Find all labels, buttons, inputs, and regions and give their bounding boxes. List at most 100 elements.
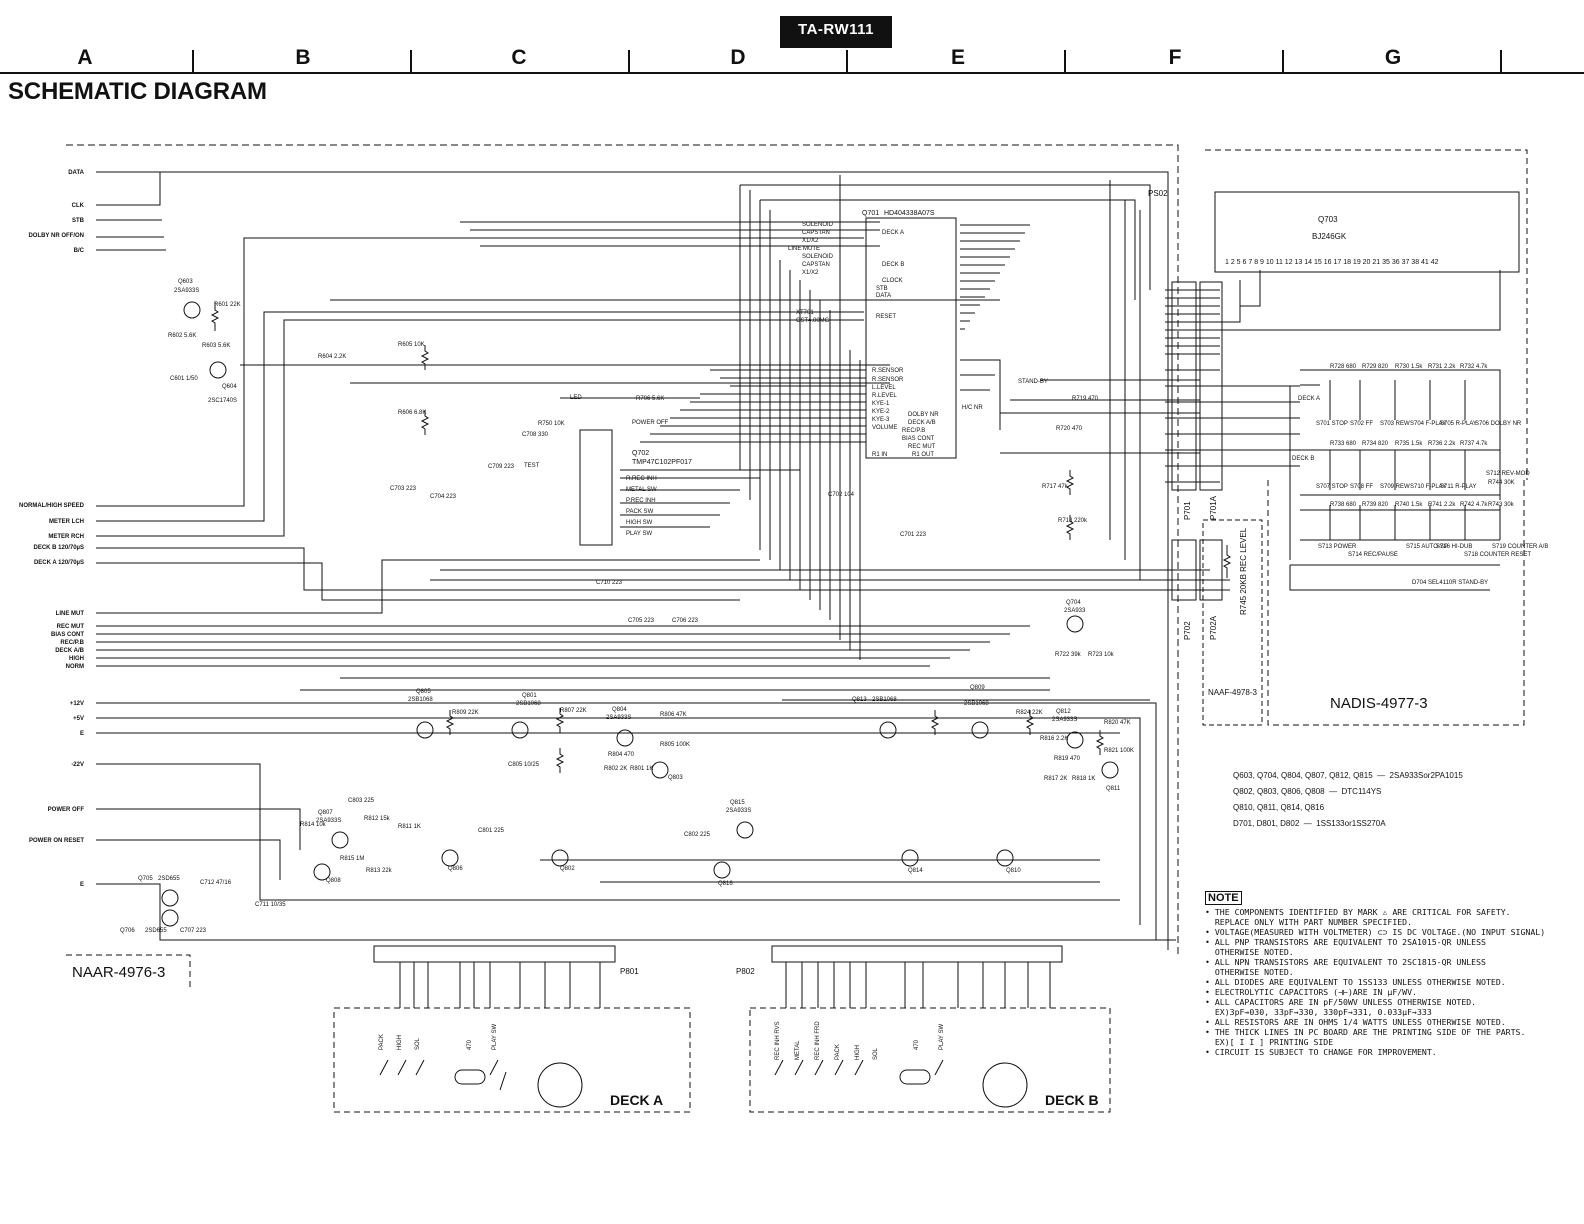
resistor-label: R606 6.8K xyxy=(398,410,426,416)
note-line: EX)3pF→030, 33pF→330, 330pF→331, 0.033µF… xyxy=(1205,1007,1432,1017)
capacitor-label: C701 223 xyxy=(900,532,927,538)
deck-a-contact: PACK xyxy=(379,1034,385,1050)
column-label: A xyxy=(77,46,93,69)
capacitor-label: C705 223 xyxy=(628,618,655,624)
capacitor-label: C710 223 xyxy=(596,580,623,586)
q701-func: R1 IN xyxy=(872,452,887,458)
legend-line: Q603, Q704, Q804, Q807, Q812, Q815 — 2SA… xyxy=(1233,771,1463,780)
q701-func: VOLUME xyxy=(872,425,897,431)
deck-b-contact: HIGH xyxy=(855,1045,861,1060)
note-line: • ELECTROLYTIC CAPACITORS (⊣⊢)ARE IN µF/… xyxy=(1205,987,1417,997)
p801-connector xyxy=(373,945,616,963)
signal-label: DOLBY NR OFF/ON xyxy=(28,233,84,239)
transistor-label: Q802 xyxy=(560,866,575,872)
deck-a-contact: HIGH xyxy=(397,1035,403,1050)
naaf-board-label: NAAF-4978-3 xyxy=(1208,688,1257,697)
notes-section: NOTE • THE COMPONENTS IDENTIFIED BY MARK… xyxy=(1205,888,1565,1057)
note-line: • ALL PNP TRANSISTORS ARE EQUIVALENT TO … xyxy=(1205,937,1486,947)
capacitor-label: C805 10/25 xyxy=(508,762,540,768)
note-line: EX)[ I I ] PRINTING SIDE xyxy=(1205,1037,1334,1047)
switch-resistor-label: R733 680 xyxy=(1330,441,1357,447)
deck-a-contact: 470 xyxy=(467,1039,473,1050)
switch-label: R744 30K xyxy=(1488,480,1515,486)
q702-func: R.REC INH xyxy=(626,476,657,482)
p701-label: P701 xyxy=(1183,501,1192,520)
switch-label: S711 R-PLAY xyxy=(1440,484,1476,490)
switch-resistor-label: R735 1.5k xyxy=(1395,441,1423,447)
naar-board-outline xyxy=(66,144,1179,958)
signal-label: METER RCH xyxy=(48,534,84,540)
deck-b-contact: METAL xyxy=(795,1040,801,1060)
transistor-label: Q812 xyxy=(1056,709,1071,715)
note-line: OTHERWISE NOTED. xyxy=(1205,967,1294,977)
q701-func: STB xyxy=(876,286,888,292)
resistor-label: R804 470 xyxy=(608,752,635,758)
q701-part: HD404338A07S xyxy=(884,210,935,217)
transistor-label: Q810 xyxy=(1006,868,1021,874)
switch-label: S716 HI-DUB xyxy=(1436,544,1472,550)
capacitor-label: C703 223 xyxy=(390,486,417,492)
q702-ic xyxy=(579,429,613,546)
q702-func: PACK SW xyxy=(626,509,654,515)
q701-func: R1 OUT xyxy=(912,452,934,458)
q701-pin-label: SOLENOID xyxy=(802,222,834,228)
deck-b-contact: REC INH FRD xyxy=(815,1021,821,1060)
switch-label: S715 AUTO-SP xyxy=(1406,544,1448,550)
notes-title: NOTE xyxy=(1205,891,1242,905)
resistor-label: R813 22k xyxy=(366,868,393,874)
switch-resistor-label: R730 1.5k xyxy=(1395,364,1423,370)
q702-part: TMP47C102PF017 xyxy=(632,459,692,466)
resistor-label: R706 5.6K xyxy=(636,396,664,402)
resistor-label: R818 1K xyxy=(1072,776,1095,782)
transistor-label: Q801 xyxy=(522,693,537,699)
switch-label: S705 R-PLAY xyxy=(1440,421,1477,427)
resistor-label: R723 10k xyxy=(1088,652,1115,658)
deck-a-contact: SOL xyxy=(415,1037,421,1050)
transistor-part: 2SD655 xyxy=(158,876,180,882)
signal-label: REC/P.B xyxy=(60,640,84,646)
note-line: REPLACE ONLY WITH PART NUMBER SPECIFIED. xyxy=(1205,917,1413,927)
grid-rule xyxy=(0,72,1584,74)
p701a-label: P701A xyxy=(1209,495,1218,520)
capacitor-label: C702 104 xyxy=(828,492,855,498)
switch-label: S714 REC/PAUSE xyxy=(1348,552,1398,558)
q701-func: DOLBY NR xyxy=(908,412,939,418)
resistor-label: R814 10k xyxy=(300,822,327,828)
xt701-label: XT701 xyxy=(796,310,814,316)
column-divider xyxy=(628,50,630,74)
q701-func: DECK B xyxy=(882,262,904,268)
switch-resistor-label: R737 4.7k xyxy=(1460,441,1488,447)
signal-label: REC MUT xyxy=(57,624,85,630)
transistor-label: Q807 xyxy=(318,810,333,816)
switch-label: S703 REW xyxy=(1380,421,1410,427)
switch-label: S702 FF xyxy=(1350,421,1373,427)
switch-resistor-label: R741 2.2k xyxy=(1428,502,1456,508)
resistor-label: R718 220k xyxy=(1058,518,1088,524)
deck-b-label: DECK B xyxy=(1045,1092,1099,1108)
resistor-label: R812 15k xyxy=(364,816,391,822)
resistor-label: R820 47K xyxy=(1104,720,1131,726)
p802-connector xyxy=(771,945,1063,963)
resistor-label: R816 2.2K xyxy=(1040,736,1068,742)
q701-ic xyxy=(865,217,957,459)
q701-func: R.LEVEL xyxy=(872,393,897,399)
signal-label: -22V xyxy=(71,762,84,768)
column-divider xyxy=(1500,50,1502,74)
capacitor-label: C803 225 xyxy=(348,798,375,804)
signal-label: DECK A 120/70µS xyxy=(34,560,84,566)
switch-resistor-label: R732 4.7k xyxy=(1460,364,1488,370)
naaf-board-outline xyxy=(1202,519,1263,726)
q701-func: R.SENSOR xyxy=(872,368,904,374)
transistor-part: 2SB1068 xyxy=(872,697,897,703)
signal-label: B/C xyxy=(74,248,85,254)
p701-connector xyxy=(1171,281,1197,491)
nadis-board-label: NADIS-4977-3 xyxy=(1330,695,1428,712)
resistor-label: R815 1M xyxy=(340,856,364,862)
q702-func: P.REC INH xyxy=(626,498,656,504)
resistor-label: R809 22K xyxy=(452,710,479,716)
p702-connector xyxy=(1171,539,1197,601)
switch-resistor-label: R738 680 xyxy=(1330,502,1357,508)
capacitor-label: C706 223 xyxy=(672,618,699,624)
switch-label: S719 COUNTER A/B xyxy=(1492,544,1548,550)
switch-label: S712 REV-MOD xyxy=(1486,471,1530,477)
